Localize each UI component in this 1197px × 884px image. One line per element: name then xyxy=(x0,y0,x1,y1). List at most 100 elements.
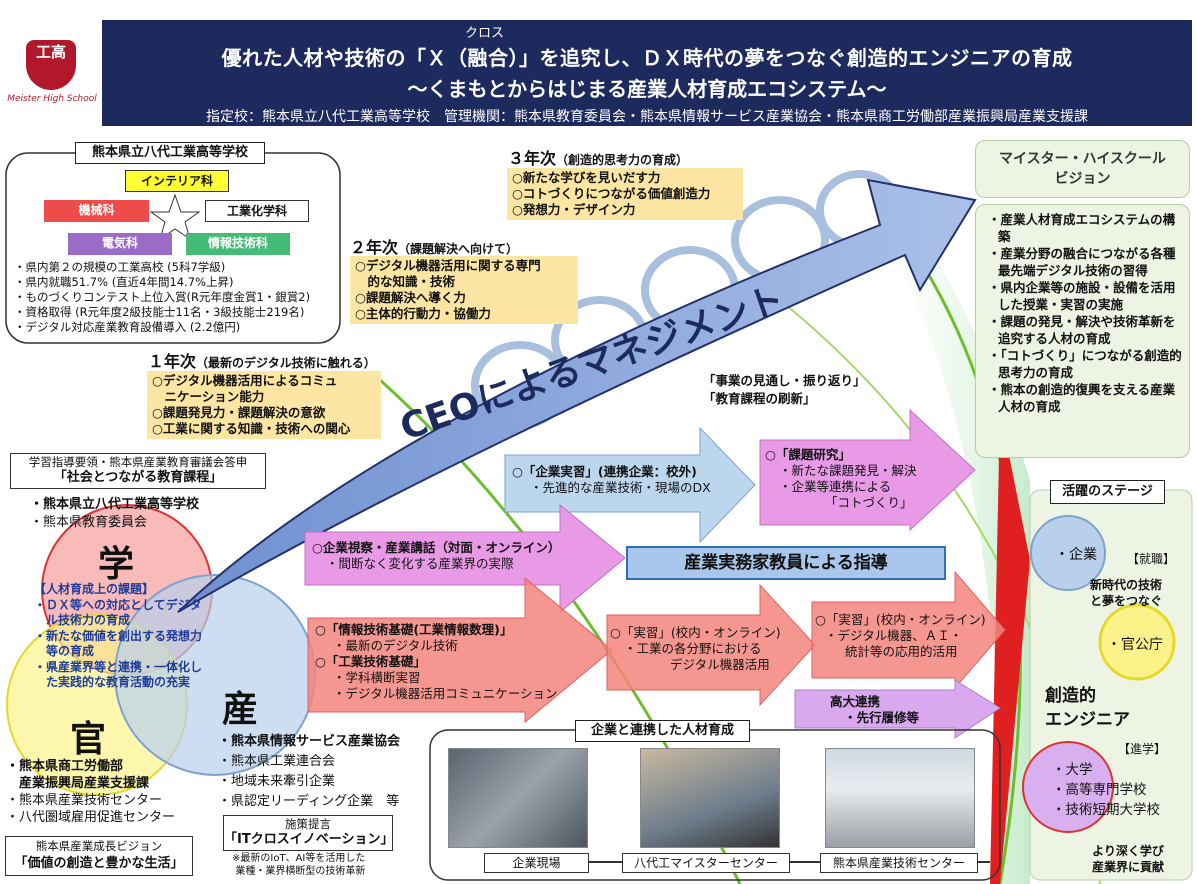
school-type: ・高等専門学校 xyxy=(1052,782,1147,798)
creative-engineer: 創造的エンジニア xyxy=(1045,684,1130,732)
gaku-org: ・熊本県立八代工業高等学校 xyxy=(30,497,200,512)
vision-item: ・課題の発見・解決や技術革新を追究する人材の育成 xyxy=(988,314,1176,346)
caption-tech-center: 熊本県産業技術センター xyxy=(820,853,978,873)
arrow-item: ・先行履修等 xyxy=(844,710,920,725)
vision-item: ・「コトづくり」につながる創造的思考力の育成 xyxy=(988,348,1182,380)
fact: ・資格取得 (R元年度2級技能士11名・3級技能士219名) xyxy=(14,305,305,319)
caption-factory: 企業現場 xyxy=(484,853,589,873)
kan-org: 産業振興局産業支援課 xyxy=(6,776,150,791)
school-title: 熊本県立八代工業高等学校 xyxy=(75,142,265,164)
shingaku-circle xyxy=(1022,741,1114,833)
review-notes: 「事業の見通し・振り返り」「教育課程の刷新」 xyxy=(703,372,866,408)
policy-line: 施策提言 xyxy=(285,817,331,831)
tagline: と夢をつなぐ xyxy=(1090,594,1163,608)
tagline: 新時代の技術 xyxy=(1090,578,1163,592)
dept-it: 情報技術科 xyxy=(186,233,290,255)
arrow-item: ・学科横断実習 xyxy=(333,670,421,685)
kadai-text: ○「課題研究」・新たな課題発見・解決・企業等連携による「コトづくり」 xyxy=(765,447,917,511)
vision-item: ・産業分野の融合につながる各種最先端デジタル技術の習得 xyxy=(988,246,1176,278)
arrow-kodai xyxy=(794,679,1001,739)
curriculum-box: 学習指導要領・熊本県産業教育審議会答申「社会とつながる教育課程」 xyxy=(10,453,266,489)
vision-item: ・産業人材育成エコシステムの構築 xyxy=(988,212,1176,244)
year3-sub: （創造的思考力の育成） xyxy=(556,153,689,167)
factory-photo xyxy=(448,748,588,848)
year3-box: ○新たな学びを見いだす力○コトづくりにつながる価値創造力○発想力・デザイン力 xyxy=(507,168,743,220)
review-note: 「事業の見通し・振り返り」 xyxy=(703,373,866,388)
arrow-kiso xyxy=(307,576,613,724)
year1-item: ○課題発見力・課題解決の意欲 xyxy=(152,405,326,420)
year3-item: ○発想力・デザイン力 xyxy=(512,202,636,217)
vision-title-2: ビジョン xyxy=(1054,171,1111,187)
year2-item: ○デジタル機器活用に関する専門 xyxy=(355,258,541,273)
arrow-item: ・先進的な産業技術・現場のDX xyxy=(530,480,711,495)
year1-item: ○工業に関する知識・技術への関心 xyxy=(152,421,351,436)
note-line: 業種・業界横断型の技術革新 xyxy=(235,866,366,877)
san-org: ・熊本県情報サービス産業協会 xyxy=(218,734,401,749)
arrow-item: ・デジタル機器活用コミュニケーション xyxy=(333,686,558,701)
arrow-item: 「コトづくり」 xyxy=(825,495,913,510)
arrow-item: デジタル機器活用 xyxy=(670,657,770,672)
arrow-item: ・間断なく変化する産業界の実際 xyxy=(326,556,514,571)
year2-item: ○課題解決へ導く力 xyxy=(355,290,466,305)
shisatsu-text: ○企業視察・産業講話（対面・オンライン）・間断なく変化する産業界の実際 xyxy=(312,540,560,572)
arrow-heading: ○「実習」(校内・オンライン) xyxy=(610,625,781,640)
year2-title: ２年次 xyxy=(350,238,399,257)
fact: ・デジタル対応産業教育設備導入 (2.2億円) xyxy=(14,320,241,334)
policy-title: 「ITクロスイノベーション」 xyxy=(224,832,394,847)
stage-shushoku: 【就職】 xyxy=(1127,552,1176,566)
arrow-shisatsu xyxy=(304,503,626,614)
logo-text: Meister High School xyxy=(7,94,97,104)
review-note: 「教育課程の刷新」 xyxy=(703,391,816,406)
arrow-heading: ○「情報技術基礎(工業情報数理)」 xyxy=(315,622,513,637)
stage-kancho: ・官公庁 xyxy=(1107,637,1163,653)
year3-item: ○新たな学びを見いだす力 xyxy=(512,170,661,185)
arrow-item: ・デジタル機器、ＡＩ・ xyxy=(825,628,963,643)
fact: ・ものづくりコンテスト上位入賞(R元年度金賞1・銀賞2) xyxy=(14,290,311,304)
kan-org: ・熊本県産業技術センター xyxy=(6,793,163,808)
gaku-orgs: ・熊本県立八代工業高等学校・熊本県教育委員会 xyxy=(30,496,199,532)
issue: た実践的な教育活動の充実 xyxy=(34,675,191,689)
vision-title: マイスター・ハイスクール xyxy=(999,151,1166,167)
arrow-jisshu-1 xyxy=(606,583,816,707)
curriculum-line: 学習指導要領・熊本県産業教育審議会答申 xyxy=(28,455,248,469)
fact: ・県内就職51.7% (直近4年間14.7%上昇) xyxy=(14,275,234,289)
vision-title-box: マイスター・ハイスクールビジョン xyxy=(975,140,1190,198)
arrow-heading: ○「工業技術基礎」 xyxy=(315,654,426,669)
issue: ・県産業界等と連携・一体化し xyxy=(34,659,203,674)
policy-box: 施策提言「ITクロスイノベーション」 xyxy=(223,815,393,851)
arrow-heading: ○企業視察・産業講話（対面・オンライン） xyxy=(312,540,561,555)
kiso-text: ○「情報技術基礎(工業情報数理)」・最新のデジタル技術○「工業技術基礎」・学科横… xyxy=(315,622,558,702)
year3-item: ○コトづくりにつながる価値創造力 xyxy=(512,186,711,201)
kan-char: 官 xyxy=(70,719,107,760)
arrow-jisshu-2 xyxy=(811,570,1006,690)
kigyo-jisshu-text: ○「企業実習」(連携企業：校外)・先進的な産業技術・現場のDX xyxy=(512,464,711,496)
ceo-management-arrow xyxy=(177,178,977,613)
year1-title: １年次 xyxy=(148,352,197,371)
dept-electrical: 電気科 xyxy=(68,233,172,255)
year2-sub: （課題解決へ向けて） xyxy=(398,242,519,256)
stage-kigyo: ・企業 xyxy=(1055,547,1097,563)
arrow-heading: ○「課題研究」 xyxy=(765,447,851,462)
title-ruby: クロス xyxy=(465,26,505,41)
arrow-item: ・工業の各分野における xyxy=(624,641,762,656)
header-banner: クロス 優れた人材や技術の「Ｘ（融合）」を追究し、ＤＸ時代の夢をつなぐ創造的エン… xyxy=(102,20,1192,126)
year1-box: ○デジタル機器活用によるコミュ ニケーション能力○課題発見力・課題解決の意欲○工… xyxy=(147,371,381,439)
school-type: ・技術短期大学校 xyxy=(1052,802,1160,818)
dept-chemistry: 工業化学科 xyxy=(205,200,309,222)
kodai-text: 高大連携・先行履修等 xyxy=(830,694,919,726)
engineer-line: 創造的 xyxy=(1045,686,1096,706)
issue: ・ＤＸ等への対応としてデジタ xyxy=(34,597,202,612)
growth-vision-box: 熊本県産業成長ビジョン「価値の創造と豊かな生活」 xyxy=(5,836,193,876)
fact: ・県内第２の規模の工業高校 (5科7学級) xyxy=(14,260,226,274)
school-type: ・大学 xyxy=(1052,762,1093,778)
curriculum-title: 「社会とつながる教育課程」 xyxy=(53,470,223,485)
san-org: ・地域未来牽引企業 xyxy=(218,774,336,789)
stage-shingaku: 【進学】 xyxy=(1118,742,1167,756)
san-org: ・熊本県工業連合会 xyxy=(218,754,336,769)
arrow-item: ・最新のデジタル技術 xyxy=(333,638,458,653)
designation-line: 指定校：熊本県立八代工業高等学校 管理機関：熊本県教育委員会・熊本県情報サービス… xyxy=(206,109,1088,125)
dept-interior: インテリア科 xyxy=(125,170,229,192)
issue: ル技術力の育成 xyxy=(34,613,131,627)
growth-vision-title: 「価値の創造と豊かな生活」 xyxy=(14,856,184,871)
year1-label: １年次（最新のデジタル技術に触れる） xyxy=(148,348,376,372)
